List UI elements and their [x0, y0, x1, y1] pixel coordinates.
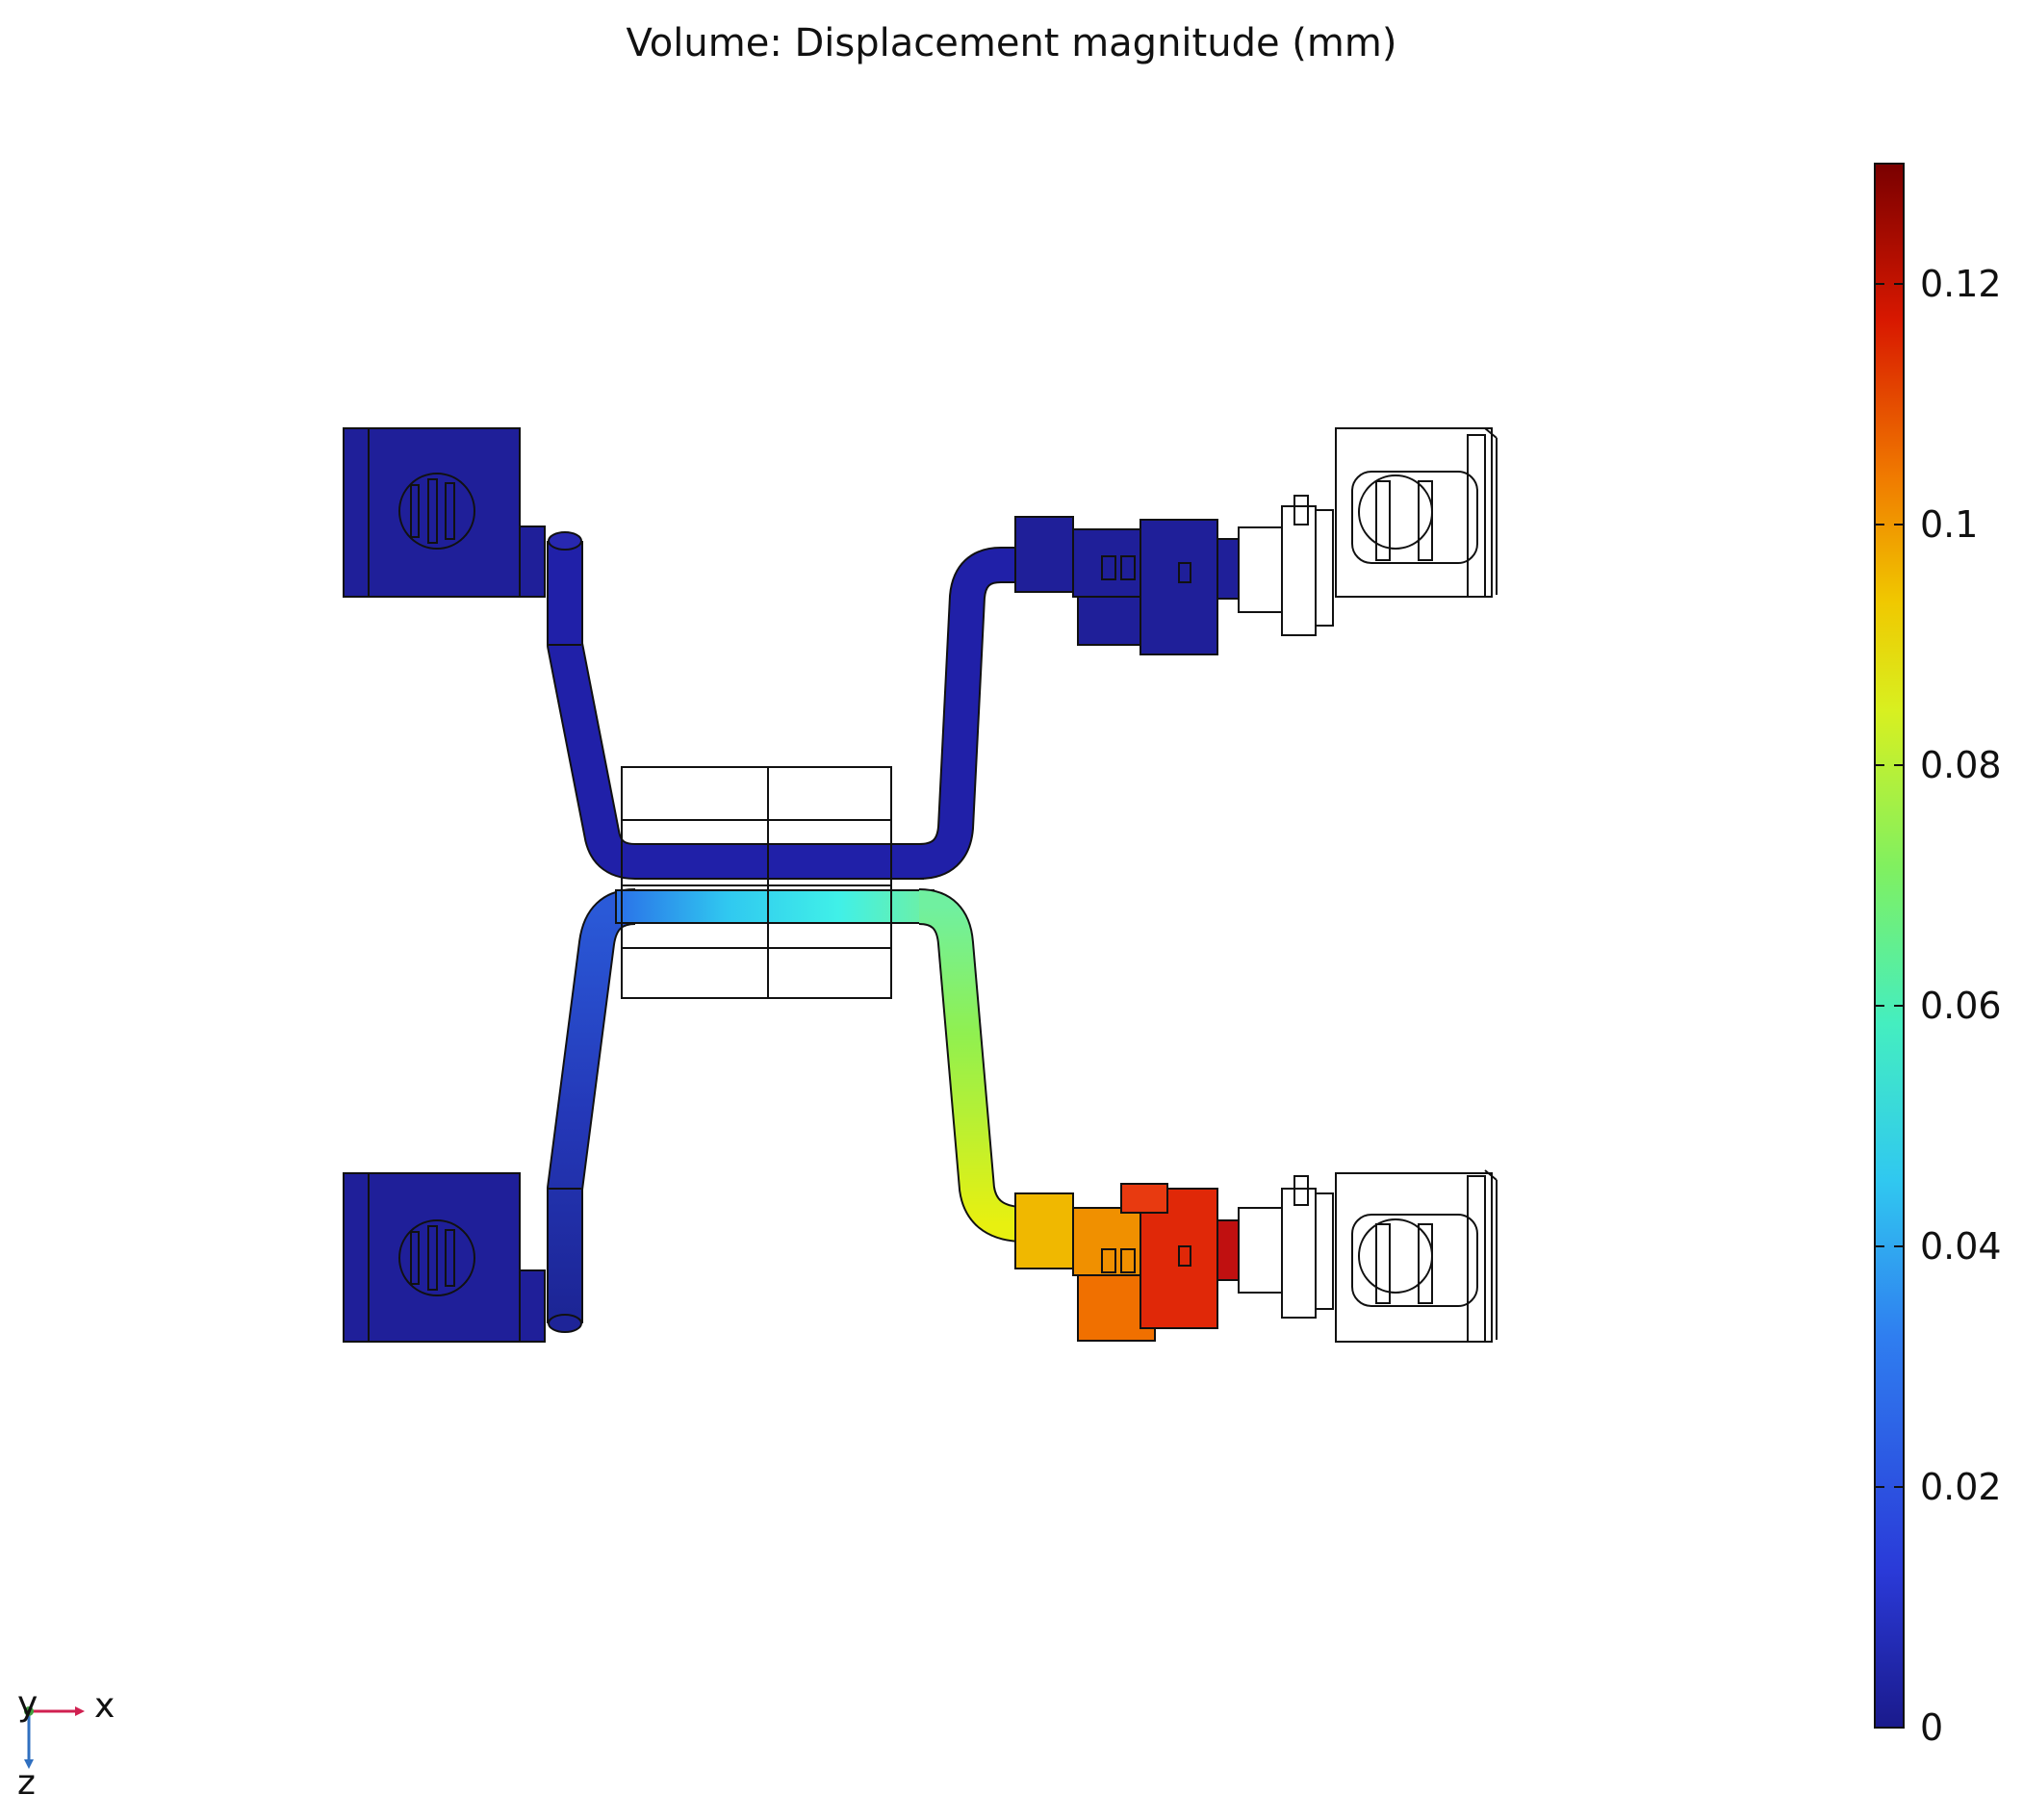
bottom-right-pipe: [917, 888, 1059, 1243]
colorbar-tick-label: 0.1: [1920, 503, 1979, 546]
top-left-pipe: [547, 531, 924, 880]
colorbar-tick-label: 0: [1920, 1706, 1944, 1749]
bottom-left-block: [343, 1172, 546, 1343]
axis-y-label: y: [17, 1684, 38, 1724]
bottom-right-assembly: [1014, 1169, 1498, 1343]
plot-title: Volume: Displacement magnitude (mm): [626, 21, 1397, 65]
middle-lower-bar: [615, 889, 935, 924]
colorbar-tick-label: 0.06: [1920, 985, 2002, 1027]
axis-triad: [24, 1706, 85, 1769]
axis-x-label: x: [94, 1686, 115, 1726]
colorbar: [1874, 163, 1905, 1729]
colorbar-tick-label: 0.12: [1920, 263, 2002, 305]
axis-z-label: z: [17, 1763, 36, 1803]
central-clamp: [621, 766, 892, 999]
top-right-pipe: [917, 547, 1039, 880]
colorbar-ticks: [1875, 283, 1904, 1729]
colorbar-tick-label: 0.08: [1920, 744, 2002, 786]
colorbar-tick-label: 0.02: [1920, 1466, 2002, 1508]
top-right-assembly: [1014, 427, 1498, 655]
colorbar-tick-label: 0.04: [1920, 1225, 2002, 1268]
top-left-block: [343, 427, 546, 598]
